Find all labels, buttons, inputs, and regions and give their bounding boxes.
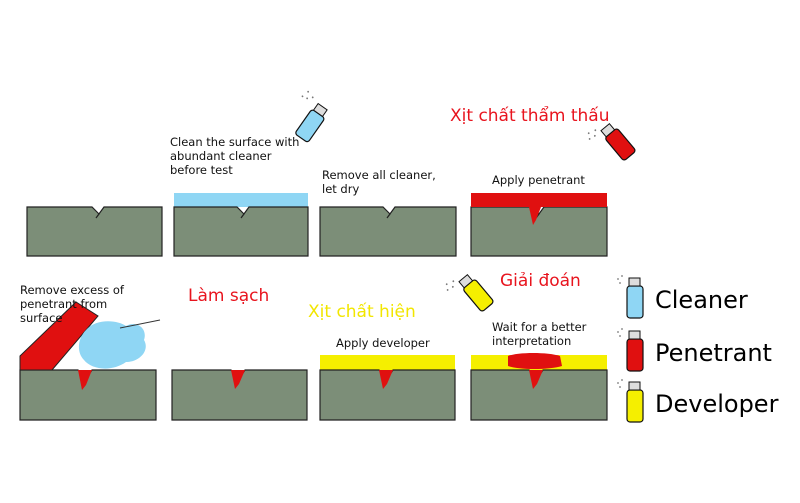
panel-apply-penetrant: [470, 193, 608, 257]
vi-clean-label: Làm sạch: [188, 286, 270, 306]
vi-interpret-label: Giải đoán: [500, 271, 581, 291]
panel-remove-excess: [19, 301, 161, 421]
panel-remove-cleaner: [319, 206, 457, 257]
cleaner-spray-can-icon: [295, 90, 328, 143]
vi-spray-penetrant-label: Xịt chất thẩm thấu: [450, 106, 610, 126]
panel-apply-developer: [319, 355, 456, 421]
panel-clean: [171, 369, 308, 421]
remove-excess-caption: Remove excess of penetrant from surface: [20, 283, 124, 325]
clean-caption: Clean the surface with abundant cleaner …: [170, 135, 300, 177]
legend: [617, 275, 644, 423]
legend-cleaner-icon: [617, 275, 644, 319]
legend-cleaner-label: Cleaner: [655, 286, 748, 314]
apply-penetrant-caption: Apply penetrant: [492, 173, 585, 187]
panel-initial-part: [26, 206, 163, 257]
panel-interpretation: [470, 353, 608, 421]
legend-penetrant-icon: [617, 328, 644, 372]
wait-caption: Wait for a better interpretation: [492, 320, 587, 348]
vi-spray-developer-label: Xịt chất hiện: [308, 302, 416, 322]
remove-cleaner-caption: Remove all cleaner, let dry: [322, 168, 436, 196]
apply-developer-caption: Apply developer: [336, 336, 430, 350]
legend-penetrant-label: Penetrant: [655, 339, 772, 367]
developer-spray-can-icon: [445, 273, 494, 312]
legend-developer-label: Developer: [655, 390, 779, 418]
legend-developer-icon: [617, 379, 644, 423]
penetrant-spray-can-icon: [587, 122, 636, 161]
panel-clean-surface: [173, 193, 309, 257]
